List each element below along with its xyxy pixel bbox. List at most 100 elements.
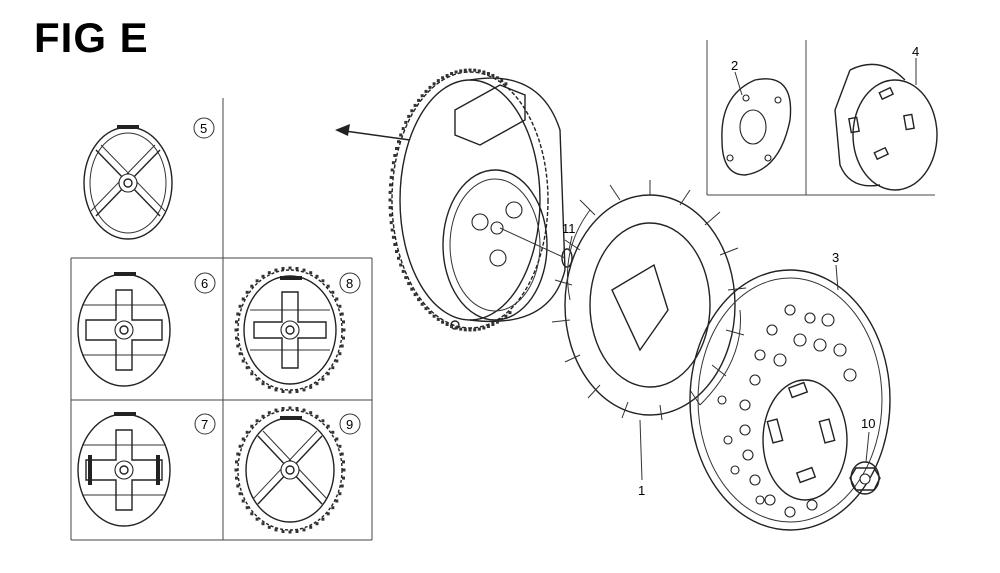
gear-tooth <box>388 206 392 210</box>
gear-tooth <box>255 377 259 381</box>
callout-10: 10 <box>861 416 875 431</box>
gear-tooth <box>420 94 424 98</box>
gear-tooth <box>342 476 345 480</box>
gear-tooth <box>295 390 299 393</box>
gear-tooth <box>321 279 325 283</box>
gear-tooth <box>393 243 397 246</box>
gear-tooth <box>326 372 330 376</box>
gear-tooth <box>302 528 306 532</box>
callout-5: 5 <box>200 121 207 136</box>
gear-tooth <box>389 221 393 225</box>
gear-tooth <box>241 359 245 363</box>
gear-tooth <box>331 366 335 370</box>
gear-tooth <box>391 161 395 165</box>
gear-tooth <box>404 276 408 280</box>
gear-tooth <box>326 512 330 516</box>
gear-tooth <box>420 302 424 306</box>
gear-tooth <box>391 235 395 239</box>
inset-box-parts-2-4 <box>706 40 935 196</box>
gear-tooth <box>295 267 299 270</box>
gear-tooth <box>274 268 278 272</box>
gear-tooth <box>281 267 285 270</box>
leader-lines <box>568 58 917 481</box>
gear-tooth <box>255 517 259 521</box>
fan-cover <box>689 269 891 531</box>
gear-tooth <box>413 103 417 107</box>
gear-tooth <box>454 326 458 330</box>
callout-1: 1 <box>638 483 645 498</box>
gear-tooth <box>309 271 313 275</box>
gear-tooth <box>399 133 403 137</box>
gear-tooth <box>309 411 313 415</box>
gear-tooth <box>321 419 325 423</box>
gear-tooth <box>388 190 392 194</box>
gear-tooth <box>397 256 400 260</box>
gear-tooth <box>389 183 392 187</box>
gear-tooth <box>235 460 238 464</box>
gear-tooth <box>388 198 392 202</box>
gear-tooth <box>508 311 512 315</box>
gear-tooth <box>236 344 240 348</box>
gear-tooth <box>436 317 440 321</box>
gear-tooth <box>454 70 458 74</box>
gear-tooth <box>255 419 259 423</box>
flywheel-variant-6 <box>77 272 171 387</box>
gear-tooth <box>417 298 421 302</box>
gear-tooth <box>428 85 432 89</box>
direction-arrow <box>335 124 411 141</box>
variant-callouts <box>193 117 361 435</box>
flywheel-variant-8 <box>237 269 343 391</box>
gear-tooth <box>390 168 394 172</box>
gear-tooth <box>397 140 400 144</box>
gear-tooth <box>486 72 490 75</box>
ring-gear-teeth <box>234 68 512 534</box>
pulley-plate <box>721 78 792 176</box>
gear-tooth <box>288 530 292 534</box>
gear-tooth <box>389 175 393 179</box>
gear-tooth <box>445 74 449 77</box>
gear-tooth <box>407 114 411 118</box>
gear-tooth <box>315 274 319 278</box>
gear-tooth <box>335 437 339 441</box>
flywheel-with-ring-gear <box>391 71 566 330</box>
gear-tooth <box>491 74 495 77</box>
flywheel-variant-7 <box>77 412 171 527</box>
flywheel-variant-9 <box>237 409 343 531</box>
callout-6: 6 <box>201 276 208 291</box>
gear-tooth <box>274 388 278 392</box>
gear-tooth <box>315 382 319 386</box>
gear-tooth <box>450 72 454 75</box>
gear-tooth <box>401 127 405 131</box>
gear-tooth <box>463 328 467 332</box>
gear-tooth <box>482 326 486 330</box>
gear-tooth <box>424 307 428 311</box>
gear-tooth <box>410 109 414 113</box>
gear-tooth <box>473 68 477 72</box>
gear-tooth <box>477 327 481 331</box>
gear-tooth <box>315 414 319 418</box>
gear-tooth <box>295 407 299 410</box>
gear-tooth <box>401 269 405 273</box>
callout-7: 7 <box>201 417 208 432</box>
gear-tooth <box>261 414 265 418</box>
gear-tooth <box>340 312 344 316</box>
gear-tooth <box>238 304 242 308</box>
callout-11: 11 <box>562 221 576 236</box>
gear-tooth <box>482 70 486 74</box>
gear-tooth <box>281 390 285 393</box>
gear-tooth <box>288 390 292 394</box>
gear-tooth <box>238 352 242 356</box>
gear-tooth <box>331 430 335 434</box>
gear-tooth <box>432 82 436 86</box>
gear-tooth <box>441 76 445 80</box>
gear-tooth <box>468 68 472 72</box>
gear-tooth <box>504 314 508 318</box>
gear-tooth <box>424 89 428 93</box>
gear-tooth <box>338 492 342 496</box>
callout-3: 3 <box>832 250 839 265</box>
gear-tooth <box>436 79 440 83</box>
gear-tooth <box>235 336 238 340</box>
gear-tooth <box>390 228 394 232</box>
gear-tooth <box>338 304 342 308</box>
